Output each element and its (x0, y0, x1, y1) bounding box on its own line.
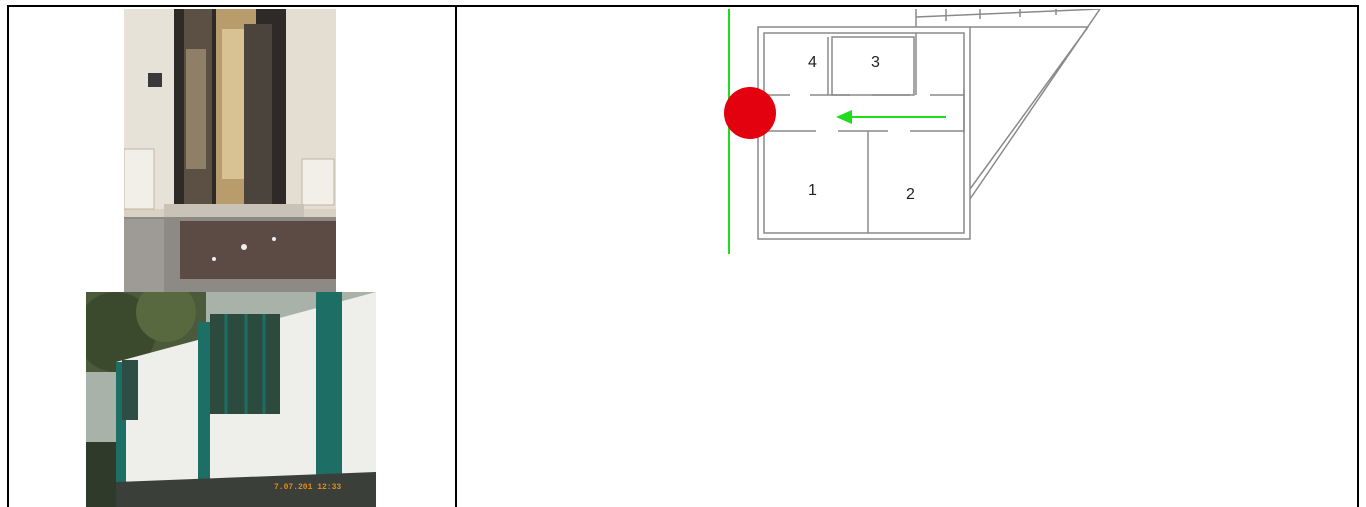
table-frame (7, 5, 1359, 507)
entrance-door-photo (124, 9, 336, 292)
assembly-point-marker (724, 87, 776, 139)
cabin-photo: 7.07.201 12:33 (86, 292, 376, 507)
column-divider (455, 5, 457, 507)
room-label-1: 1 (808, 182, 817, 199)
route-arrow-icon (836, 110, 852, 124)
room-label-3: 3 (871, 54, 880, 71)
room-label-2: 2 (906, 186, 915, 203)
building-walls (757, 8, 1101, 240)
photo-date-stamp: 7.07.201 12:33 (274, 483, 341, 492)
room-label-4: 4 (808, 54, 817, 71)
evacuation-floor-plan: 4 3 1 2 (720, 8, 1110, 259)
